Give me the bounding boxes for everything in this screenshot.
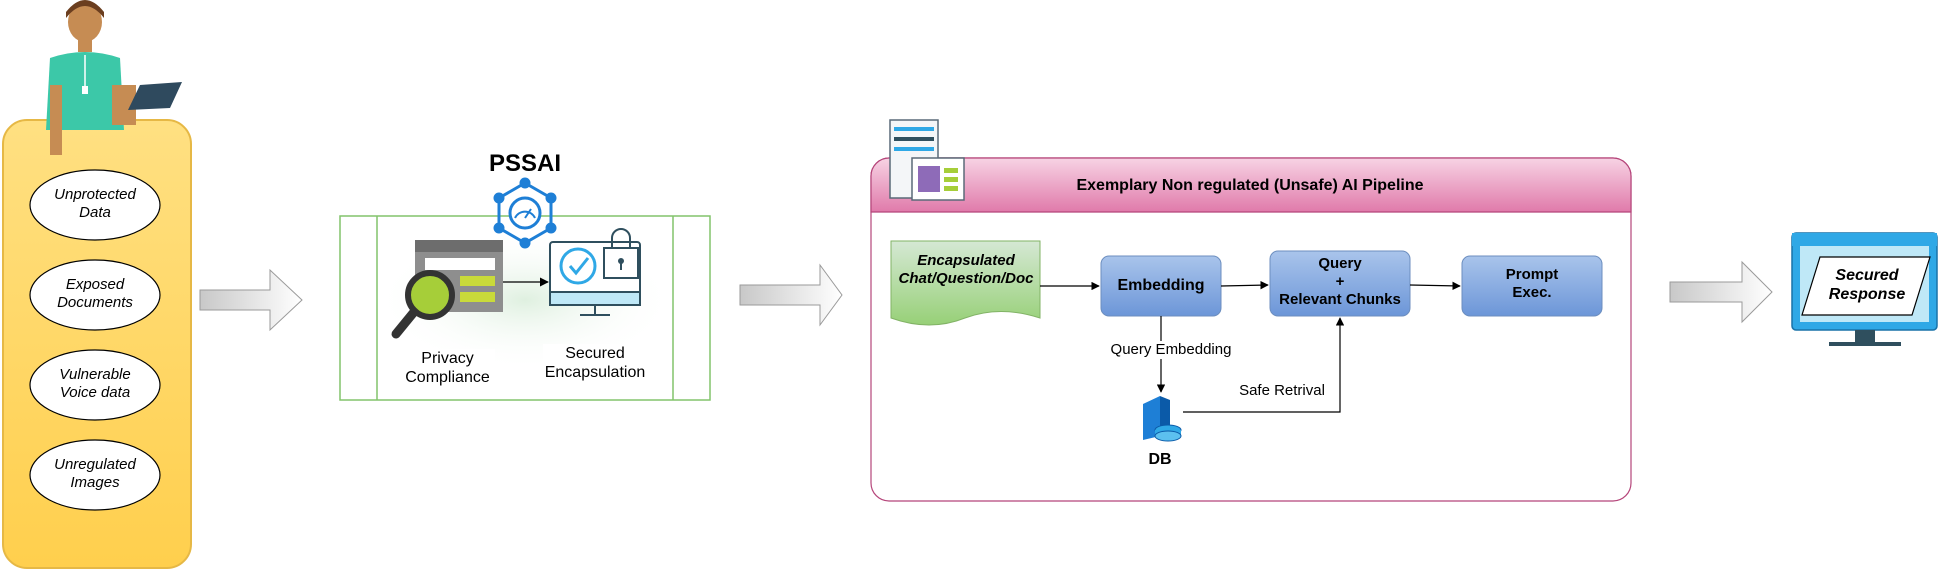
pssai-title: PSSAI xyxy=(488,150,562,177)
secured-line1: Secured xyxy=(565,345,625,362)
query-line3: Relevant Chunks xyxy=(1279,291,1401,308)
query-embedding-label: Query Embedding xyxy=(1096,341,1246,359)
pipeline-container xyxy=(870,157,1632,502)
oval-label-line2: Images xyxy=(70,474,120,491)
prompt-exec-node xyxy=(1461,255,1603,317)
prompt-line2: Exec. xyxy=(1512,284,1552,301)
network-gauge-icon xyxy=(493,177,557,249)
secured-response-label: Secured Response xyxy=(1812,266,1922,304)
secured-encapsulation-icon xyxy=(549,228,641,316)
privacy-line2: Compliance xyxy=(405,369,490,387)
app-window-icon xyxy=(889,119,965,201)
flow-arrow-2 xyxy=(739,263,843,327)
oval-label-unprotected-data: Unprotected Data xyxy=(30,186,160,222)
secured-response-shape xyxy=(1801,256,1931,316)
oval-exposed-documents xyxy=(29,259,161,331)
query-chunks-node xyxy=(1269,250,1411,317)
oval-vulnerable-voice xyxy=(29,349,161,421)
encapsulated-doc-label: Encapsulated Chat/Question/Doc xyxy=(886,252,1046,288)
privacy-line1: Privacy xyxy=(421,350,474,367)
flow-arrow-1 xyxy=(199,268,303,332)
query-chunks-label: Query + Relevant Chunks xyxy=(1270,255,1410,309)
flow-arrow-3 xyxy=(1669,260,1773,324)
doc-line1: Encapsulated xyxy=(917,252,1015,269)
edge-db-query xyxy=(1183,317,1345,413)
output-line2: Response xyxy=(1828,286,1906,304)
oval-label-line2: Voice data xyxy=(59,384,131,401)
edge-embedding-query xyxy=(1220,280,1269,290)
oval-label-line1: Unprotected xyxy=(54,186,136,203)
embedding-label: Embedding xyxy=(1117,277,1205,294)
query-line1: Query xyxy=(1318,255,1362,272)
secured-line2: Encapsulation xyxy=(544,364,646,382)
oval-label-line2: Documents xyxy=(57,294,133,311)
safe-retrival-label: Safe Retrival xyxy=(1239,382,1325,399)
oval-label-unregulated-images: Unregulated Images xyxy=(30,456,160,492)
pipeline-title: Exemplary Non regulated (Unsafe) AI Pipe… xyxy=(1076,177,1424,194)
oval-label-vulnerable-voice: Vulnerable Voice data xyxy=(30,366,160,402)
doc-line2: Chat/Question/Doc xyxy=(898,270,1034,287)
query-line2: + xyxy=(1335,273,1345,290)
prompt-line1: Prompt xyxy=(1505,266,1559,283)
database-icon xyxy=(1143,396,1182,442)
oval-label-line1: Unregulated xyxy=(54,456,136,473)
oval-label-line1: Vulnerable xyxy=(59,366,131,383)
privacy-compliance-icon xyxy=(391,240,503,339)
db-label: DB xyxy=(1148,451,1172,468)
encapsulated-doc-shape xyxy=(890,240,1041,326)
oval-unprotected-data xyxy=(29,169,161,241)
secured-encapsulation-label: Secured Encapsulation xyxy=(543,344,647,383)
oval-label-exposed-documents: Exposed Documents xyxy=(30,276,160,312)
tablet-icon xyxy=(128,82,182,110)
oval-label-line2: Data xyxy=(79,204,111,221)
privacy-compliance-label: Privacy Compliance xyxy=(400,349,495,388)
edge-query-prompt xyxy=(1409,281,1461,291)
oval-unregulated-images xyxy=(29,439,161,511)
prompt-exec-label: Prompt Exec. xyxy=(1462,266,1602,302)
output-line1: Secured xyxy=(1835,267,1899,284)
oval-label-line1: Exposed xyxy=(65,276,125,293)
